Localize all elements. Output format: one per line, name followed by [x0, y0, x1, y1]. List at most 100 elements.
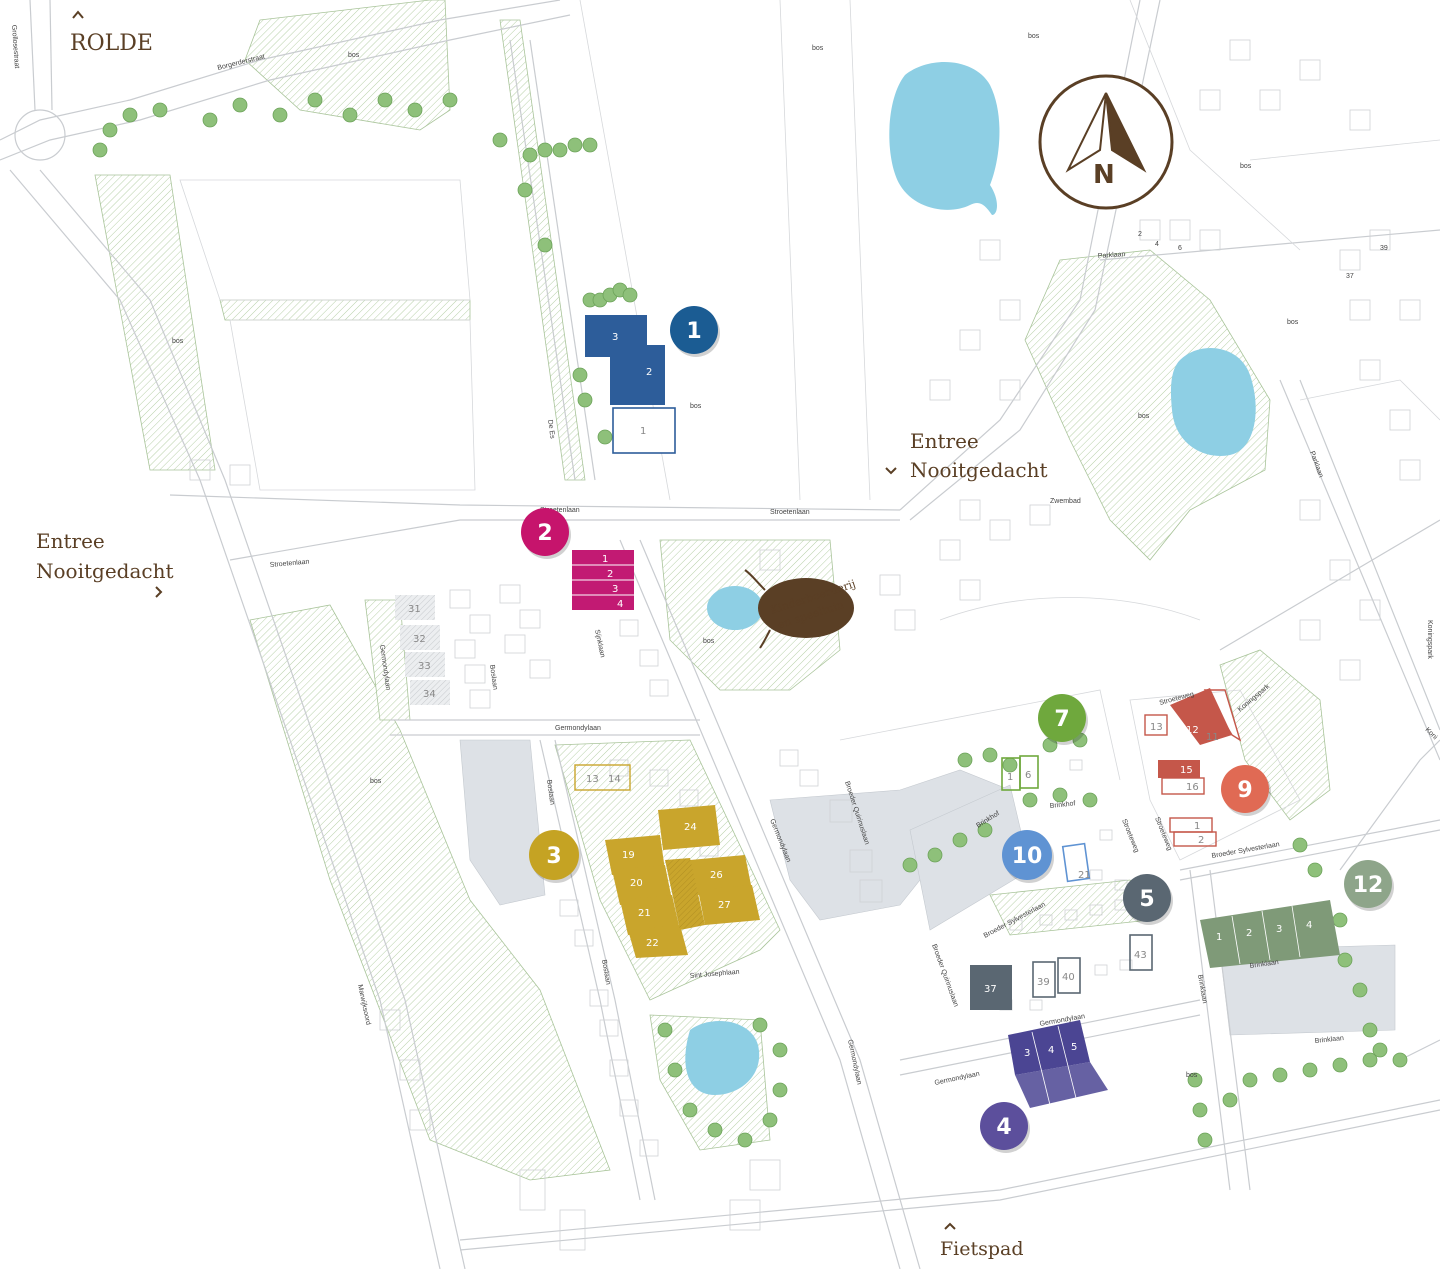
plot-group-10[interactable]: 21	[1061, 842, 1091, 883]
plot-3-20[interactable]	[612, 865, 672, 905]
building-footprint	[1299, 499, 1321, 521]
bos-labels: bos bos bos bos bos bos bos bos bos bos …	[172, 33, 1299, 1079]
plot-9-15[interactable]	[1158, 760, 1200, 778]
plot-5-39[interactable]	[1032, 961, 1056, 998]
plot-9-13[interactable]	[1144, 714, 1168, 736]
plot-3-24[interactable]	[658, 805, 720, 850]
plot-5-37[interactable]	[970, 965, 1012, 1010]
plot-group-7[interactable]: 1 6	[1001, 755, 1039, 791]
road-parklaan	[1099, 229, 1440, 261]
plot-3-27[interactable]	[698, 885, 760, 925]
marker-12[interactable]: 12	[1344, 860, 1394, 911]
plot-4-block-top[interactable]	[1008, 1020, 1090, 1075]
arrow-down-icon	[885, 467, 897, 475]
road-brinklaan-v	[1189, 869, 1231, 1191]
marker-9[interactable]: 9	[1221, 765, 1271, 816]
bos-label: bos	[172, 338, 184, 345]
street-sijnklaan: Sijnklaan	[593, 629, 606, 658]
building-footprint	[504, 634, 526, 654]
building-footprint	[1399, 299, 1421, 321]
plot-9-16[interactable]	[1161, 777, 1205, 795]
house-number: 2	[1138, 231, 1142, 238]
plot-9-12[interactable]	[1170, 688, 1232, 745]
marker-4[interactable]: 4	[980, 1102, 1030, 1153]
marker-3[interactable]: 3	[529, 830, 581, 883]
plot-9-2[interactable]	[1173, 831, 1217, 847]
plot-1-2[interactable]	[610, 345, 665, 405]
plot-3-20-label: 20	[630, 878, 643, 889]
building-footprint	[1139, 219, 1161, 241]
plot-group-12[interactable]: 1 2 3 4	[1200, 900, 1340, 968]
plot-3-22[interactable]	[628, 925, 688, 958]
plot-2-4-label: 4	[617, 599, 623, 610]
plot-5-37-label: 37	[984, 984, 997, 995]
project-markers[interactable]: 1 2 3 4 5 7 9 10	[521, 306, 1394, 1153]
plot-3-26[interactable]	[690, 855, 752, 895]
plot-3-27-label: 27	[718, 900, 731, 911]
street-stroeteweg-a: Stroeteweg	[1120, 818, 1140, 854]
plot-group-9[interactable]: 12 11 13 15 16 1 2	[1144, 688, 1242, 847]
tree-icon	[982, 747, 998, 763]
plot-3-21[interactable]	[620, 895, 680, 935]
bos-label: bos	[370, 778, 382, 785]
road-koningspark-ne	[1219, 519, 1440, 651]
plot-4-block-bottom[interactable]	[1015, 1062, 1108, 1108]
road-sylvesterlaan-east	[1179, 819, 1440, 871]
forest-koningspark	[1219, 649, 1331, 821]
building-footprint	[519, 609, 541, 629]
tree-icon	[1332, 1057, 1348, 1073]
pond-south	[685, 1021, 760, 1095]
marker-10[interactable]: 10	[1002, 830, 1054, 883]
building-footprint	[574, 929, 594, 947]
tree-icon	[1292, 837, 1308, 853]
plot-group-5[interactable]: 37 39 40 43	[970, 934, 1153, 1010]
plot-3-13-14[interactable]	[574, 764, 631, 791]
plot-10-21-label: 21	[1078, 870, 1091, 881]
tree-icon	[597, 429, 613, 445]
plot-9-15-label: 15	[1180, 765, 1193, 776]
marker-1[interactable]: 1	[670, 306, 720, 357]
plot-3-24-label: 24	[684, 822, 697, 833]
building-footprint	[399, 1059, 421, 1081]
plot-10-21[interactable]	[1061, 842, 1091, 883]
plot-west-33	[405, 652, 445, 677]
compass-arrow-left	[1065, 92, 1107, 173]
plot-group-4[interactable]: 3 4 5	[1008, 1020, 1108, 1108]
road-marwijksoord-east	[39, 169, 466, 1269]
field-1	[179, 179, 471, 301]
building-footprint	[749, 1159, 781, 1191]
marker-2[interactable]: 2	[521, 508, 571, 559]
plot-group-3[interactable]: 13 14 19 20 21 22 24 26 27	[574, 764, 760, 958]
pond-kinderboerderij	[707, 586, 763, 630]
plot-1-1[interactable]	[612, 407, 676, 454]
plot-5-40[interactable]	[1057, 957, 1081, 994]
marker-5[interactable]: 5	[1123, 874, 1173, 925]
tree-icon	[977, 822, 993, 838]
plot-group-2[interactable]: 1 2 3 4	[572, 550, 634, 610]
plot-group-1[interactable]: 3 2 1	[585, 315, 676, 454]
plot-12-1-label: 1	[1216, 932, 1222, 943]
plot-3-19-label: 19	[622, 850, 635, 861]
plot-3-19[interactable]	[605, 835, 665, 875]
bos-label: bos	[1028, 33, 1040, 40]
tree-icon	[1392, 1052, 1408, 1068]
tree-icon	[537, 237, 553, 253]
building-outlines	[189, 39, 1421, 1251]
building-footprint	[1064, 909, 1078, 921]
plot-9-1[interactable]	[1169, 817, 1213, 833]
building-footprint	[929, 379, 951, 401]
bos-label: bos	[1186, 1072, 1198, 1079]
plot-7-6[interactable]	[1019, 755, 1039, 789]
plot-2-2-label: 2	[607, 569, 613, 580]
street-germondylaan-b: Germondylaan	[555, 725, 601, 732]
compass-ring	[1038, 74, 1174, 210]
tree-icon	[232, 97, 248, 113]
plot-12-block[interactable]	[1200, 900, 1340, 968]
building-footprint	[979, 239, 1001, 261]
plot-5-43[interactable]	[1129, 934, 1153, 971]
forest-strip-north	[244, 0, 451, 131]
plot-9-11[interactable]	[1203, 689, 1242, 742]
marker-7[interactable]: 7	[1038, 694, 1088, 745]
house-number: 39	[1380, 245, 1388, 252]
